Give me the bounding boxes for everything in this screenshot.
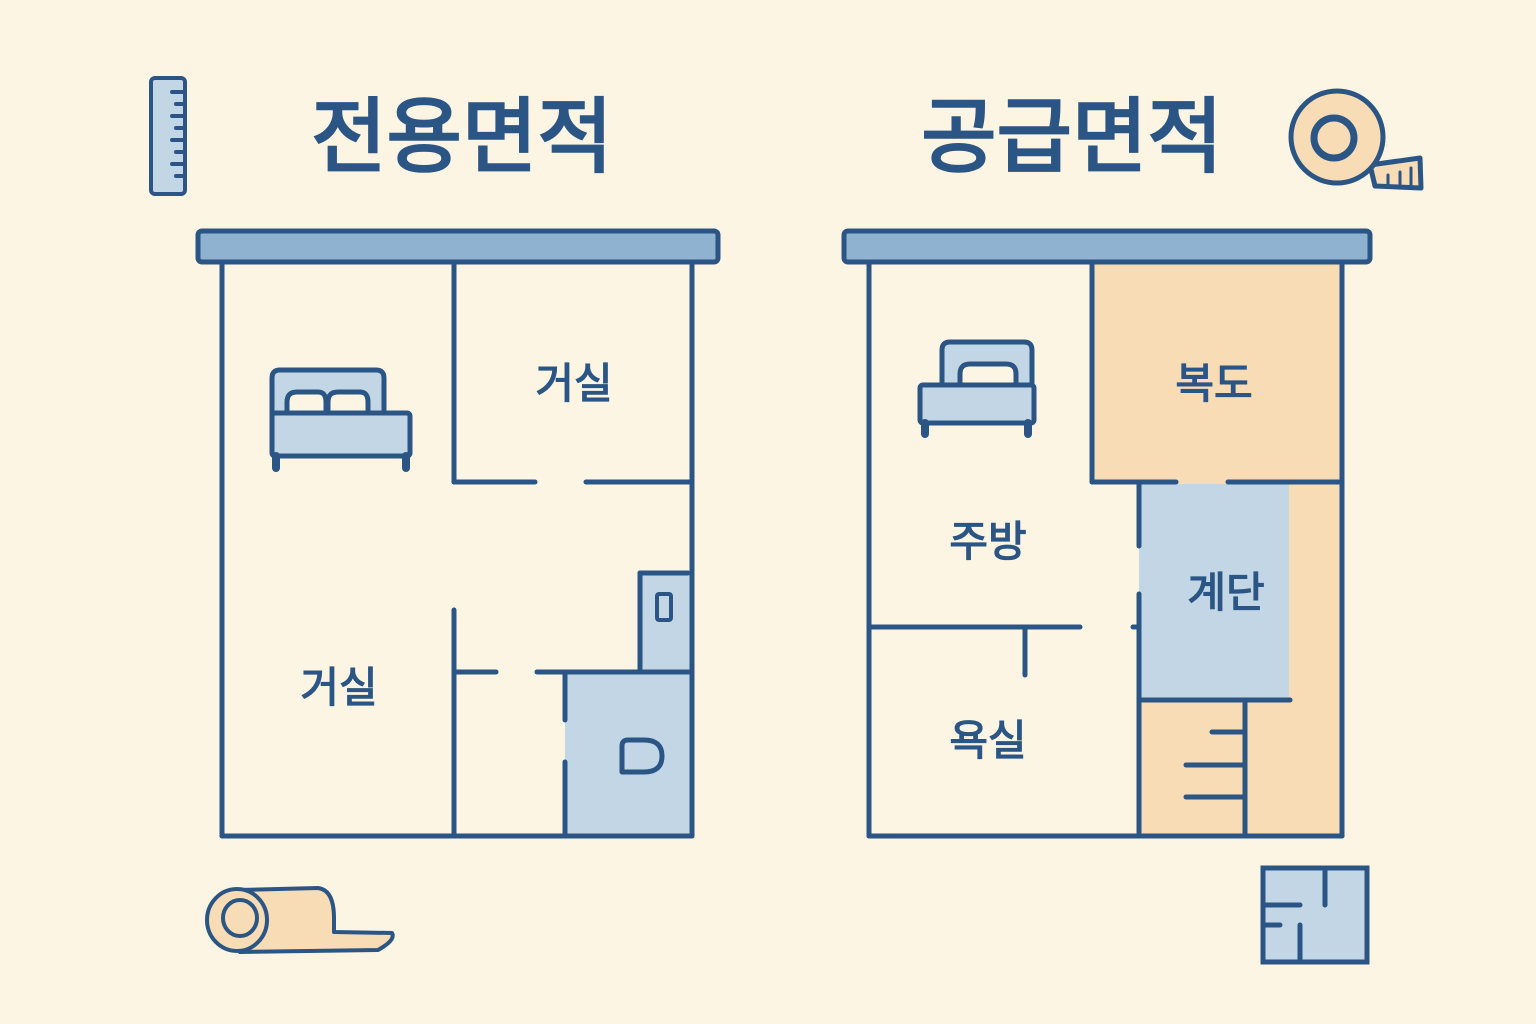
exclusive-area-floorplan: 거실 거실 (195, 228, 721, 839)
room-label-kitchen: 주방 (949, 517, 1026, 566)
bed-icon (269, 367, 413, 472)
left-closet-fill (640, 573, 690, 674)
rolled-mat-icon (205, 886, 395, 954)
side-corridor-fill (1287, 484, 1342, 836)
room-label-hallway: 복도 (1175, 359, 1252, 408)
room-label-living-top: 거실 (535, 359, 612, 408)
room-label-stairs: 계단 (1187, 568, 1264, 617)
supply-area-title: 공급면적 (921, 90, 1223, 185)
ruler-icon (149, 76, 187, 196)
left-bath-fill (565, 674, 692, 836)
hallway-fill (1092, 262, 1342, 484)
bed-icon (917, 339, 1037, 438)
room-label-living-left: 거실 (300, 663, 377, 712)
left-roof (195, 228, 721, 265)
exclusive-area-title: 전용면적 (311, 90, 613, 185)
lower-stair-fill (1139, 700, 1289, 836)
floorplan-icon (1260, 865, 1370, 965)
room-label-bathroom: 욕실 (949, 716, 1026, 765)
toilet-icon (619, 737, 665, 775)
closet-handle-icon (655, 592, 673, 622)
right-roof (841, 228, 1373, 265)
supply-area-floorplan: 복도 주방 계단 욕실 (841, 228, 1373, 839)
tape-measure-icon (1288, 88, 1424, 191)
stairs-fill (1139, 484, 1289, 699)
